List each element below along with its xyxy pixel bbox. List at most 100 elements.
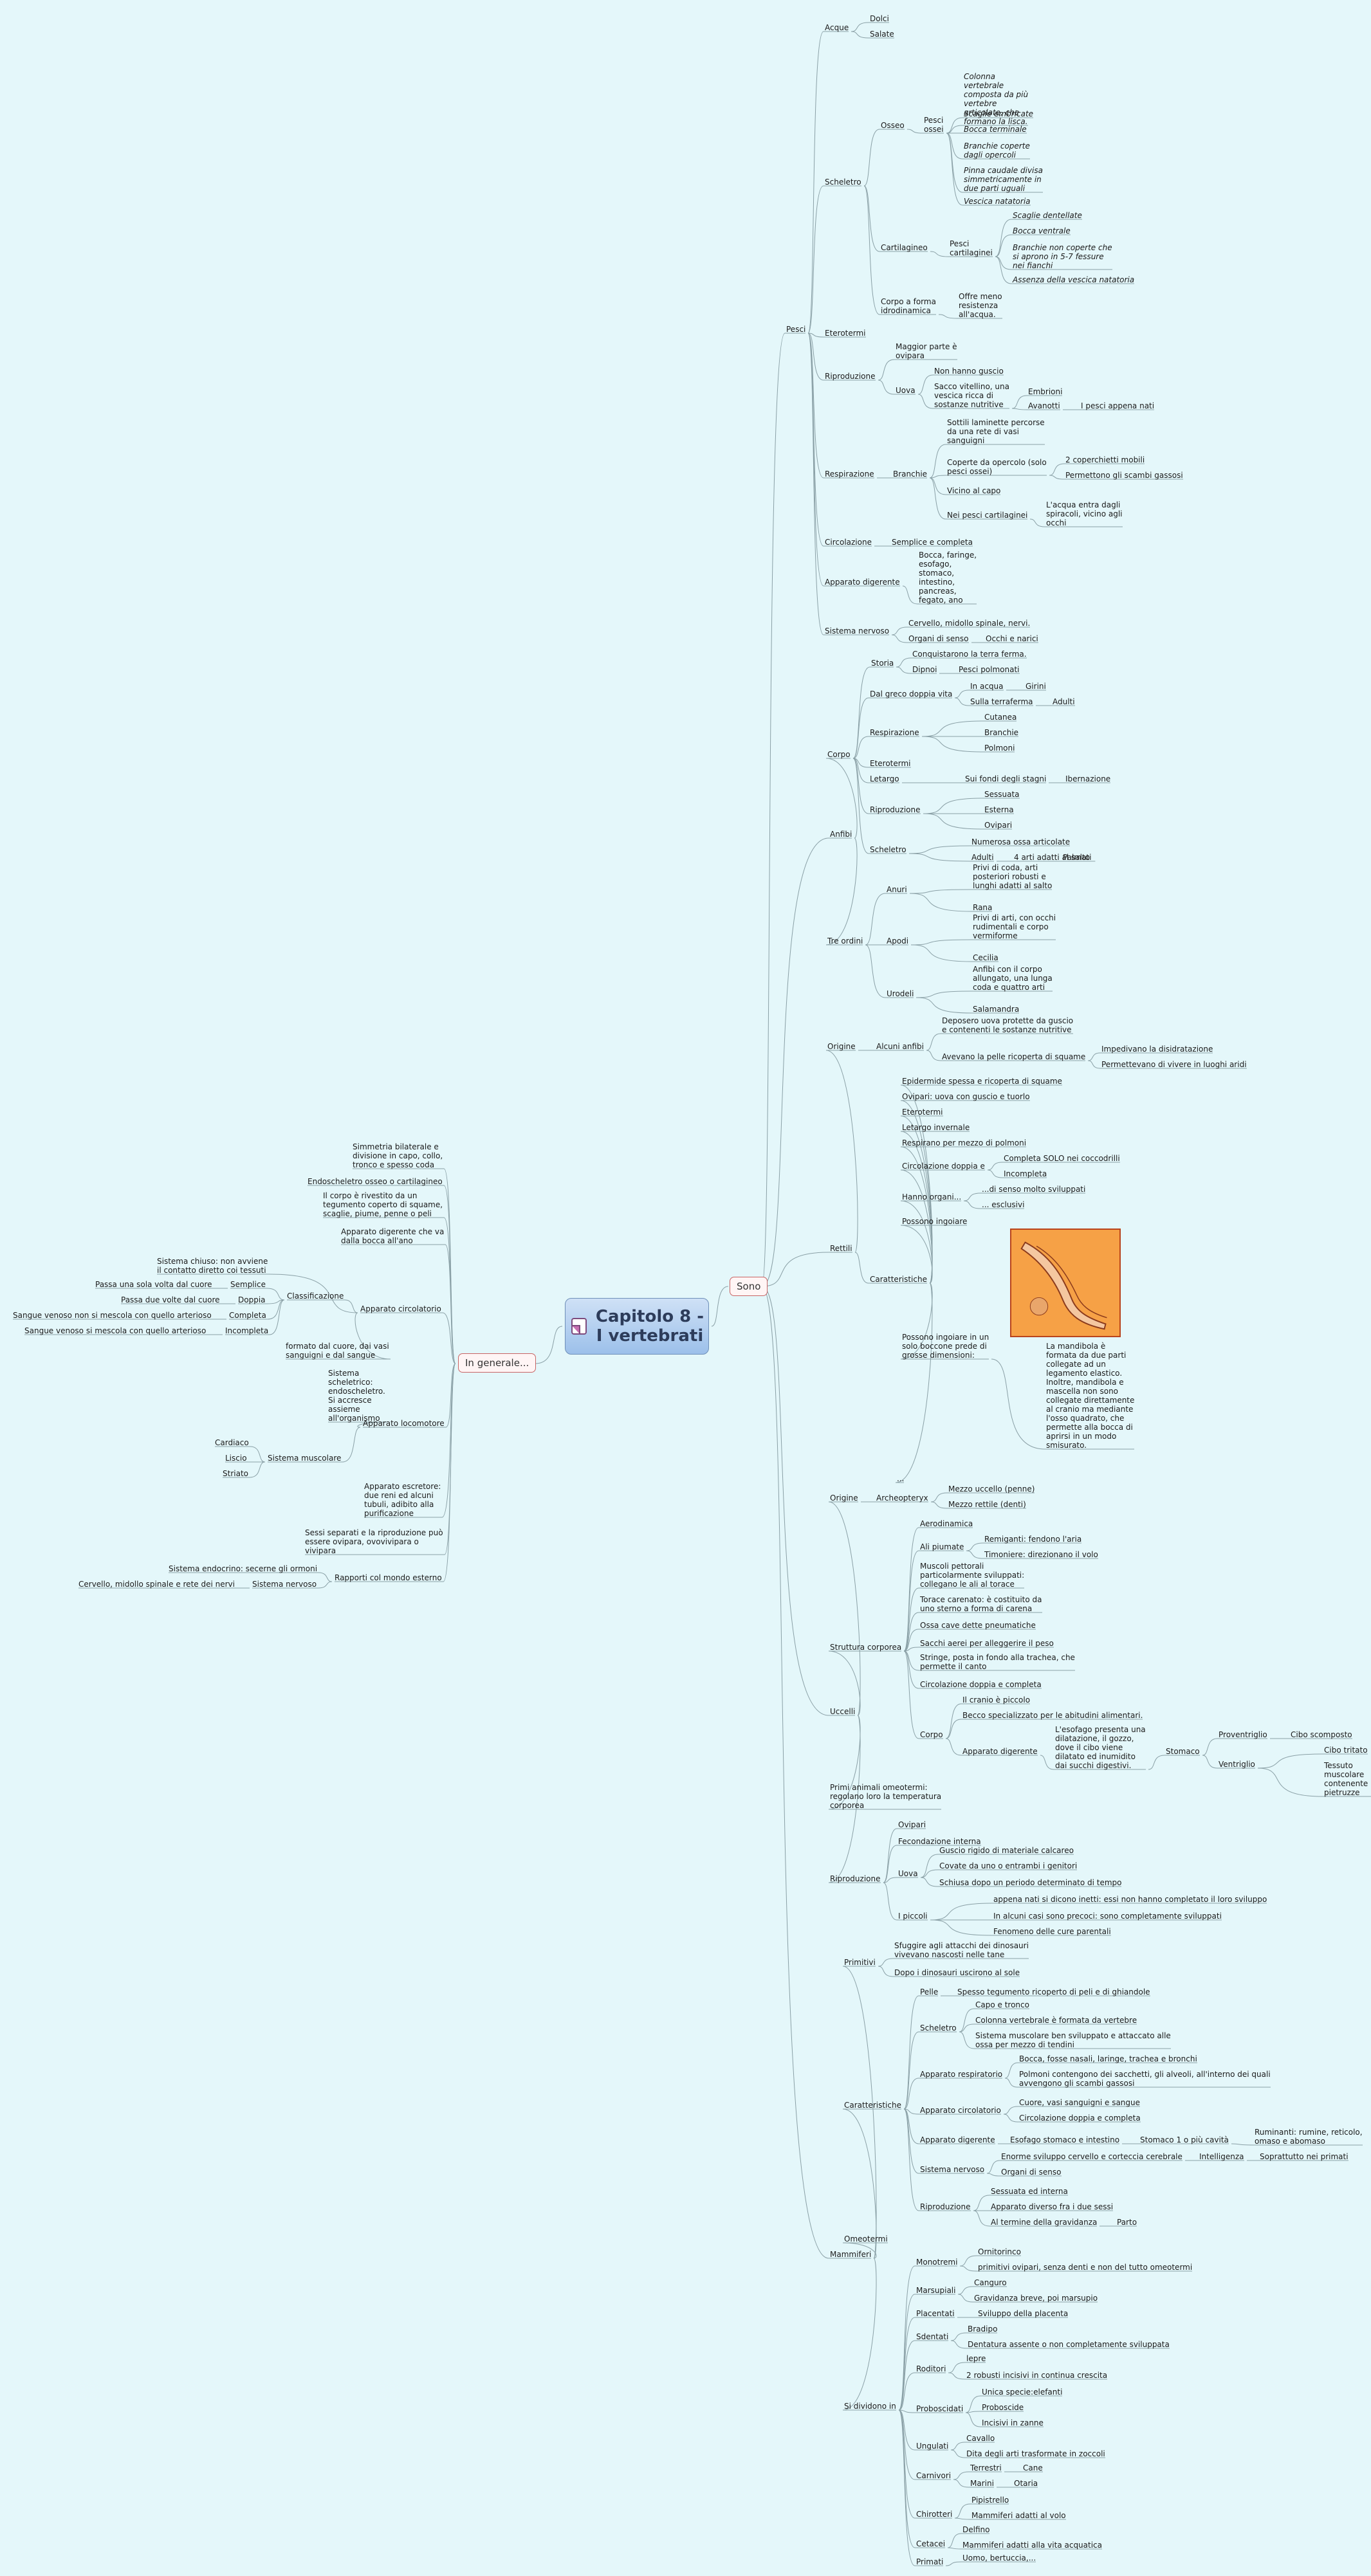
map-node-sd0[interactable]: Si dividono in xyxy=(844,2402,896,2411)
map-node-am10[interactable]: Respirazione xyxy=(870,728,919,737)
map-node-s12[interactable]: Scaglie dentellate xyxy=(1013,211,1082,220)
map-node-to7[interactable]: Urodeli xyxy=(887,989,914,998)
branch-sono[interactable]: Sono xyxy=(730,1277,768,1296)
map-node-g17[interactable]: Sistema scheletrico: endoscheletro. Si a… xyxy=(328,1369,385,1423)
map-node-mc7[interactable]: Apparato respiratorio xyxy=(920,2070,1003,2079)
map-node-ur6[interactable]: Schiusa dopo un periodo determinato di t… xyxy=(939,1878,1122,1887)
map-node-c1[interactable]: Circolazione xyxy=(825,538,872,547)
map-node-n1[interactable]: Sistema nervoso xyxy=(825,626,890,635)
map-node-rt6[interactable]: Permettevano di vivere in luoghi aridi xyxy=(1101,1060,1247,1069)
map-node-s13[interactable]: Bocca ventrale xyxy=(1013,226,1071,235)
map-node-g23[interactable]: Apparato escretore: due reni ed alcuni t… xyxy=(364,1482,441,1518)
map-node-g11[interactable]: Incompleta xyxy=(225,1326,269,1335)
map-node-b6[interactable]: Permettono gli scambi gassosi xyxy=(1065,471,1183,480)
map-node-to8[interactable]: Anfibi con il corpo allungato, una lunga… xyxy=(973,965,1053,992)
map-node-sd25[interactable]: Marini xyxy=(970,2479,994,2488)
map-node-uc14[interactable]: Apparato digerente xyxy=(962,1747,1038,1756)
map-node-am6[interactable]: In acqua xyxy=(970,682,1004,691)
map-node-b4[interactable]: Coperte da opercolo (solo pesci ossei) xyxy=(947,458,1047,476)
map-node-uo1[interactable]: Origine xyxy=(830,1494,858,1503)
map-node-ca11[interactable]: ... esclusivi xyxy=(982,1200,1025,1209)
map-node-sd24[interactable]: Cane xyxy=(1023,2463,1043,2472)
map-node-uc16[interactable]: Stomaco xyxy=(1166,1747,1200,1756)
map-node-sd8[interactable]: Sviluppo della placenta xyxy=(978,2309,1069,2318)
map-node-to3[interactable]: Rana xyxy=(973,903,993,912)
map-node-r5[interactable]: Sacco vitellino, una vescica ricca di so… xyxy=(934,382,1009,409)
map-node-ur9[interactable]: In alcuni casi sono precoci: sono comple… xyxy=(993,1912,1222,1921)
map-node-mc3[interactable]: Scheletro xyxy=(920,2023,957,2032)
map-node-b9[interactable]: L'acqua entra dagli spiracoli, vicino ag… xyxy=(1046,500,1123,527)
map-node-sd32[interactable]: Mammiferi adatti alla vita acquatica xyxy=(962,2541,1103,2550)
map-node-r7[interactable]: Avanotti xyxy=(1028,401,1060,410)
map-node-mc0[interactable]: Caratteristiche xyxy=(844,2101,901,2110)
map-node-ca12[interactable]: Possono ingoiare xyxy=(902,1217,968,1226)
map-node-uc12[interactable]: Il cranio è piccolo xyxy=(962,1695,1031,1704)
map-node-sd33[interactable]: Primati xyxy=(916,2557,944,2566)
map-node-c2[interactable]: Semplice e completa xyxy=(892,538,973,547)
map-node-sd1[interactable]: Monotremi xyxy=(916,2258,958,2267)
map-node-am1[interactable]: Storia xyxy=(871,659,894,668)
map-node-ca9[interactable]: Hanno organi... xyxy=(902,1192,962,1201)
map-node-d2[interactable]: Bocca, faringe, esofago, stomaco, intest… xyxy=(919,551,977,605)
map-node-d1[interactable]: Apparato digerente xyxy=(825,578,900,587)
map-node-mc10[interactable]: Apparato circolatorio xyxy=(920,2106,1001,2115)
map-node-pesci[interactable]: Pesci xyxy=(786,325,806,334)
map-node-mc26[interactable]: Parto xyxy=(1117,2218,1137,2227)
map-node-g8[interactable]: Semplice xyxy=(230,1280,266,1289)
map-node-am24[interactable]: Adulti xyxy=(971,853,994,862)
map-node-to0[interactable]: Tre ordini xyxy=(827,936,863,945)
map-node-n4[interactable]: Occhi e narici xyxy=(986,634,1038,643)
map-node-sd27[interactable]: Chirotteri xyxy=(916,2510,953,2519)
map-node-r2[interactable]: Maggior parte è ovipara xyxy=(896,342,957,360)
map-node-rt1[interactable]: Origine xyxy=(827,1042,856,1051)
map-node-uc15[interactable]: L'esofago presenta una dilatazione, il g… xyxy=(1055,1725,1146,1770)
map-node-mc9[interactable]: Polmoni contengono dei sacchetti, gli al… xyxy=(1019,2070,1271,2088)
map-node-uc20[interactable]: Cibo tritato xyxy=(1324,1746,1368,1755)
map-node-g26[interactable]: Sistema endocrino: secerne gli ormoni xyxy=(169,1564,318,1573)
map-node-s9[interactable]: Vescica natatoria xyxy=(964,197,1031,206)
map-node-uc4[interactable]: Timoniere: direzionano il volo xyxy=(984,1550,1098,1559)
map-node-s17[interactable]: Offre meno resistenza all'acqua. xyxy=(959,292,1002,319)
map-node-to2[interactable]: Privi di coda, arti posteriori robusti e… xyxy=(973,863,1053,890)
map-node-a2[interactable]: Dolci xyxy=(870,14,889,23)
map-node-rt5[interactable]: Impedivano la disidratazione xyxy=(1101,1045,1213,1054)
map-node-e1[interactable]: Eterotermi xyxy=(825,329,866,338)
map-node-uo2[interactable]: Archeopteryx xyxy=(876,1494,928,1503)
map-node-uo3[interactable]: Mezzo uccello (penne) xyxy=(948,1484,1035,1494)
map-node-uc10[interactable]: Circolazione doppia e completa xyxy=(920,1680,1042,1689)
map-node-am15[interactable]: Letargo xyxy=(870,774,899,783)
map-node-ca13[interactable]: Possono ingoiare in un solo boccone pred… xyxy=(902,1333,989,1360)
map-node-uc3[interactable]: Remiganti: fendono l'aria xyxy=(984,1535,1082,1544)
map-node-am12[interactable]: Branchie xyxy=(984,728,1019,737)
map-node-g14[interactable]: Sangue venoso non si mescola con quello … xyxy=(13,1311,212,1320)
map-node-mc6[interactable]: Sistema muscolare ben sviluppato e attac… xyxy=(975,2031,1171,2049)
map-node-ur7[interactable]: I piccoli xyxy=(898,1912,928,1921)
map-node-rettili[interactable]: Rettili xyxy=(830,1244,852,1253)
map-node-b2[interactable]: Branchie xyxy=(893,470,928,479)
map-node-uc21[interactable]: Tessuto muscolare contenente pietruzze xyxy=(1324,1761,1368,1797)
map-node-mc25[interactable]: Al termine della gravidanza xyxy=(991,2218,1098,2227)
map-node-mc24[interactable]: Apparato diverso fra i due sessi xyxy=(991,2202,1114,2211)
map-node-r8[interactable]: I pesci appena nati xyxy=(1081,401,1155,410)
map-node-am26[interactable]: Palmati xyxy=(1063,853,1092,862)
map-node-g3[interactable]: Il corpo è rivestito da un tegumento cop… xyxy=(323,1191,443,1218)
map-node-r6[interactable]: Embrioni xyxy=(1028,387,1063,396)
map-node-am14[interactable]: Eterotermi xyxy=(870,759,911,768)
map-node-mc2[interactable]: Spesso tegumento ricoperto di peli e di … xyxy=(957,1987,1150,1996)
map-node-mc21[interactable]: Organi di senso xyxy=(1001,2168,1062,2177)
map-node-sd10[interactable]: Bradipo xyxy=(968,2325,998,2334)
map-node-mc4[interactable]: Capo e tronco xyxy=(975,2000,1029,2009)
map-node-mp1[interactable]: Primitivi xyxy=(844,1958,876,1967)
central-topic[interactable]: Capitolo 8 - I vertebrati xyxy=(565,1298,709,1355)
map-node-am0[interactable]: Corpo xyxy=(827,750,851,759)
map-node-g13[interactable]: Passa due volte dal cuore xyxy=(121,1295,220,1304)
map-node-ur8[interactable]: appena nati si dicono inetti: essi non h… xyxy=(993,1895,1267,1904)
map-node-s6[interactable]: Bocca terminale xyxy=(964,125,1027,134)
map-node-g6[interactable]: Apparato circolatorio xyxy=(360,1304,441,1313)
map-node-ur1[interactable]: Ovipari xyxy=(898,1820,926,1829)
map-node-s5[interactable]: Scaglie embricate xyxy=(964,109,1034,118)
map-node-b3[interactable]: Sottili laminette percorse da una rete d… xyxy=(947,418,1045,445)
map-node-am18[interactable]: Riproduzione xyxy=(870,805,921,814)
map-node-uc6[interactable]: Torace carenato: è costituito da uno ste… xyxy=(920,1595,1042,1613)
map-node-g10[interactable]: Completa xyxy=(229,1311,266,1320)
